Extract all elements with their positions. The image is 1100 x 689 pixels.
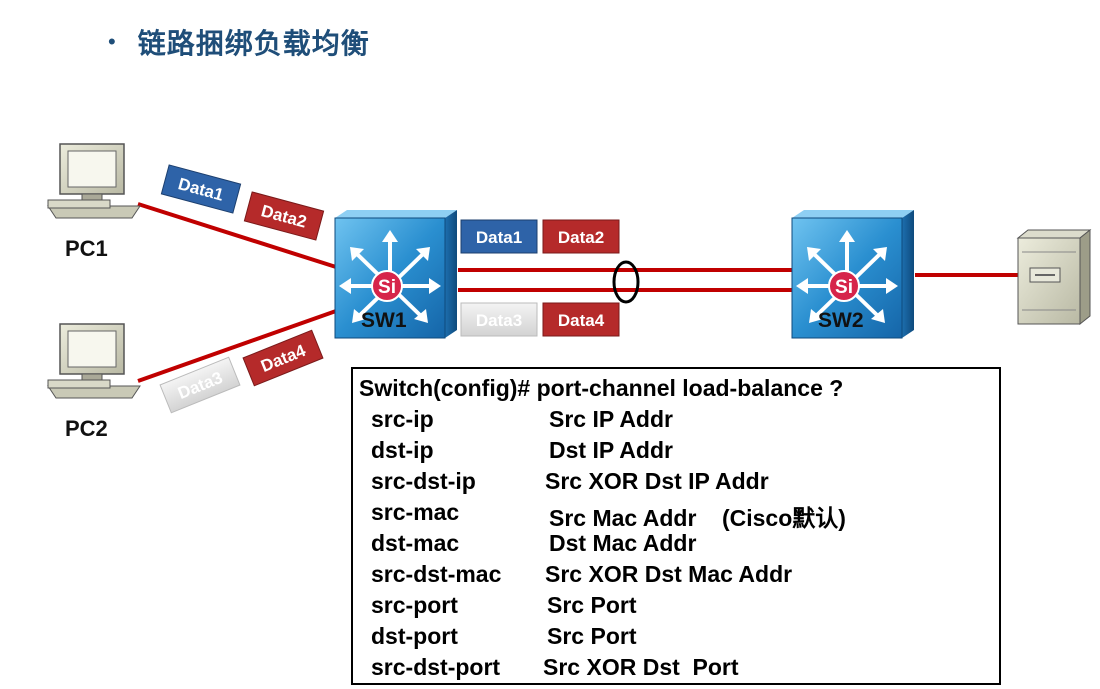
cli-option: src-dst-mac — [371, 561, 502, 587]
cli-description: Src IP Addr — [549, 406, 673, 432]
cli-option: dst-port — [371, 623, 458, 649]
server-icon — [1016, 228, 1092, 326]
sw2-label: SW2 — [818, 309, 864, 332]
pc2-icon — [47, 323, 141, 399]
port-channel-ellipse — [612, 260, 640, 304]
slide-title: • 链路捆绑负载均衡 — [108, 22, 370, 62]
cli-option: dst-ip — [371, 437, 434, 463]
cli-option: src-ip — [371, 406, 434, 432]
cli-option: src-dst-ip — [371, 468, 476, 494]
cli-option: src-port — [371, 592, 458, 618]
cli-option: src-dst-port — [371, 654, 501, 680]
packet-link1-data1: Data1 — [460, 219, 538, 254]
packet-pc1-data1: Data1 — [160, 164, 242, 214]
cli-command: Switch(config)# port-channel load-balanc… — [359, 375, 844, 401]
packet-pc1-data2: Data2 — [243, 191, 325, 241]
packet-link1-data1-label: Data1 — [476, 228, 522, 247]
cli-description: Src XOR Dst IP Addr — [545, 468, 769, 494]
cli-option: src-mac — [371, 499, 460, 525]
cli-output-box: Switch(config)# port-channel load-balanc… — [351, 367, 1001, 685]
cli-description: Src Mac Addr (Cisco默认) — [549, 505, 846, 531]
cli-description: Src XOR Dst Port — [543, 654, 739, 680]
sw2-icon: Si — [791, 210, 914, 339]
cli-description: Src Port — [547, 592, 637, 618]
packet-link2-data3: Data3 — [460, 302, 538, 337]
title-text: 链路捆绑负载均衡 — [137, 27, 370, 60]
sw1-si-label: Si — [378, 277, 396, 298]
sw1-icon: Si — [334, 210, 457, 339]
packet-link1-data2: Data2 — [542, 219, 620, 254]
sw1-label: SW1 — [361, 309, 407, 332]
cli-description: Src Port — [547, 623, 637, 649]
bullet: • — [108, 29, 116, 54]
link-pc2-sw1 — [137, 309, 337, 383]
pc1-icon — [47, 143, 141, 219]
cli-description: Dst IP Addr — [549, 437, 673, 463]
cli-option: dst-mac — [371, 530, 460, 556]
packet-link2-data4-label: Data4 — [558, 311, 605, 330]
packet-link2-data4: Data4 — [542, 302, 620, 337]
packet-link1-data2-label: Data2 — [558, 228, 604, 247]
pc1-label: PC1 — [65, 236, 108, 261]
packet-link2-data3-label: Data3 — [476, 311, 522, 330]
link-pc1-sw1 — [137, 202, 337, 269]
sw2-si-label: Si — [835, 277, 853, 298]
packet-pc2-data3: Data3 — [159, 356, 241, 414]
cli-description: Src XOR Dst Mac Addr — [545, 561, 793, 587]
pc2-label: PC2 — [65, 416, 108, 441]
cli-description: Dst Mac Addr — [549, 530, 697, 556]
